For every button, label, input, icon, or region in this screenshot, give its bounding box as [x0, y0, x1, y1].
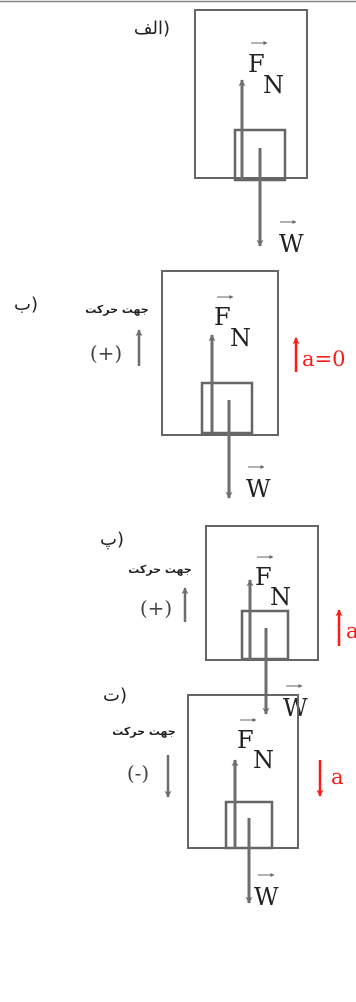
block	[200, 381, 254, 435]
normal-force-subscript: N	[263, 71, 284, 99]
direction-sign: (-)	[127, 761, 149, 785]
panel-b: ب) جهت حرکت (+) F N W a=0	[14, 270, 345, 503]
panel-label: ت)	[103, 685, 127, 706]
normal-force-subscript: N	[253, 746, 274, 774]
panel-label: الف)	[134, 18, 170, 39]
panel-c: پ) جهت حرکت (+) F N W a	[100, 525, 356, 722]
motion-caption: جهت حرکت	[112, 725, 175, 738]
panel-d: ت) جهت حرکت (-) F N W a	[103, 685, 344, 911]
elevator-frame	[187, 694, 299, 849]
motion-caption: جهت حرکت	[85, 303, 148, 316]
normal-force-symbol: F	[248, 50, 265, 78]
normal-force-symbol: F	[255, 563, 272, 591]
elevator-frame	[194, 9, 308, 179]
elevator-frame	[161, 270, 279, 436]
acceleration-label: a	[331, 765, 344, 789]
elevator-frame	[205, 525, 319, 661]
weight-symbol: W	[254, 883, 279, 911]
normal-force-subscript: N	[230, 324, 251, 352]
weight-symbol: W	[246, 475, 271, 503]
acceleration-label: a	[346, 619, 356, 643]
weight-symbol: W	[279, 230, 304, 258]
normal-force-subscript: N	[270, 583, 291, 611]
acceleration-label: a=0	[302, 347, 345, 371]
panel-label: پ)	[100, 529, 124, 550]
panel-a: الف) F N W	[134, 9, 308, 258]
motion-caption: جهت حرکت	[128, 563, 191, 576]
panel-label: ب)	[14, 294, 38, 315]
direction-sign: (+)	[90, 341, 122, 365]
direction-sign: (+)	[140, 596, 172, 620]
normal-force-symbol: F	[214, 303, 231, 331]
weight-symbol: W	[283, 694, 308, 722]
normal-force-symbol: F	[237, 726, 254, 754]
